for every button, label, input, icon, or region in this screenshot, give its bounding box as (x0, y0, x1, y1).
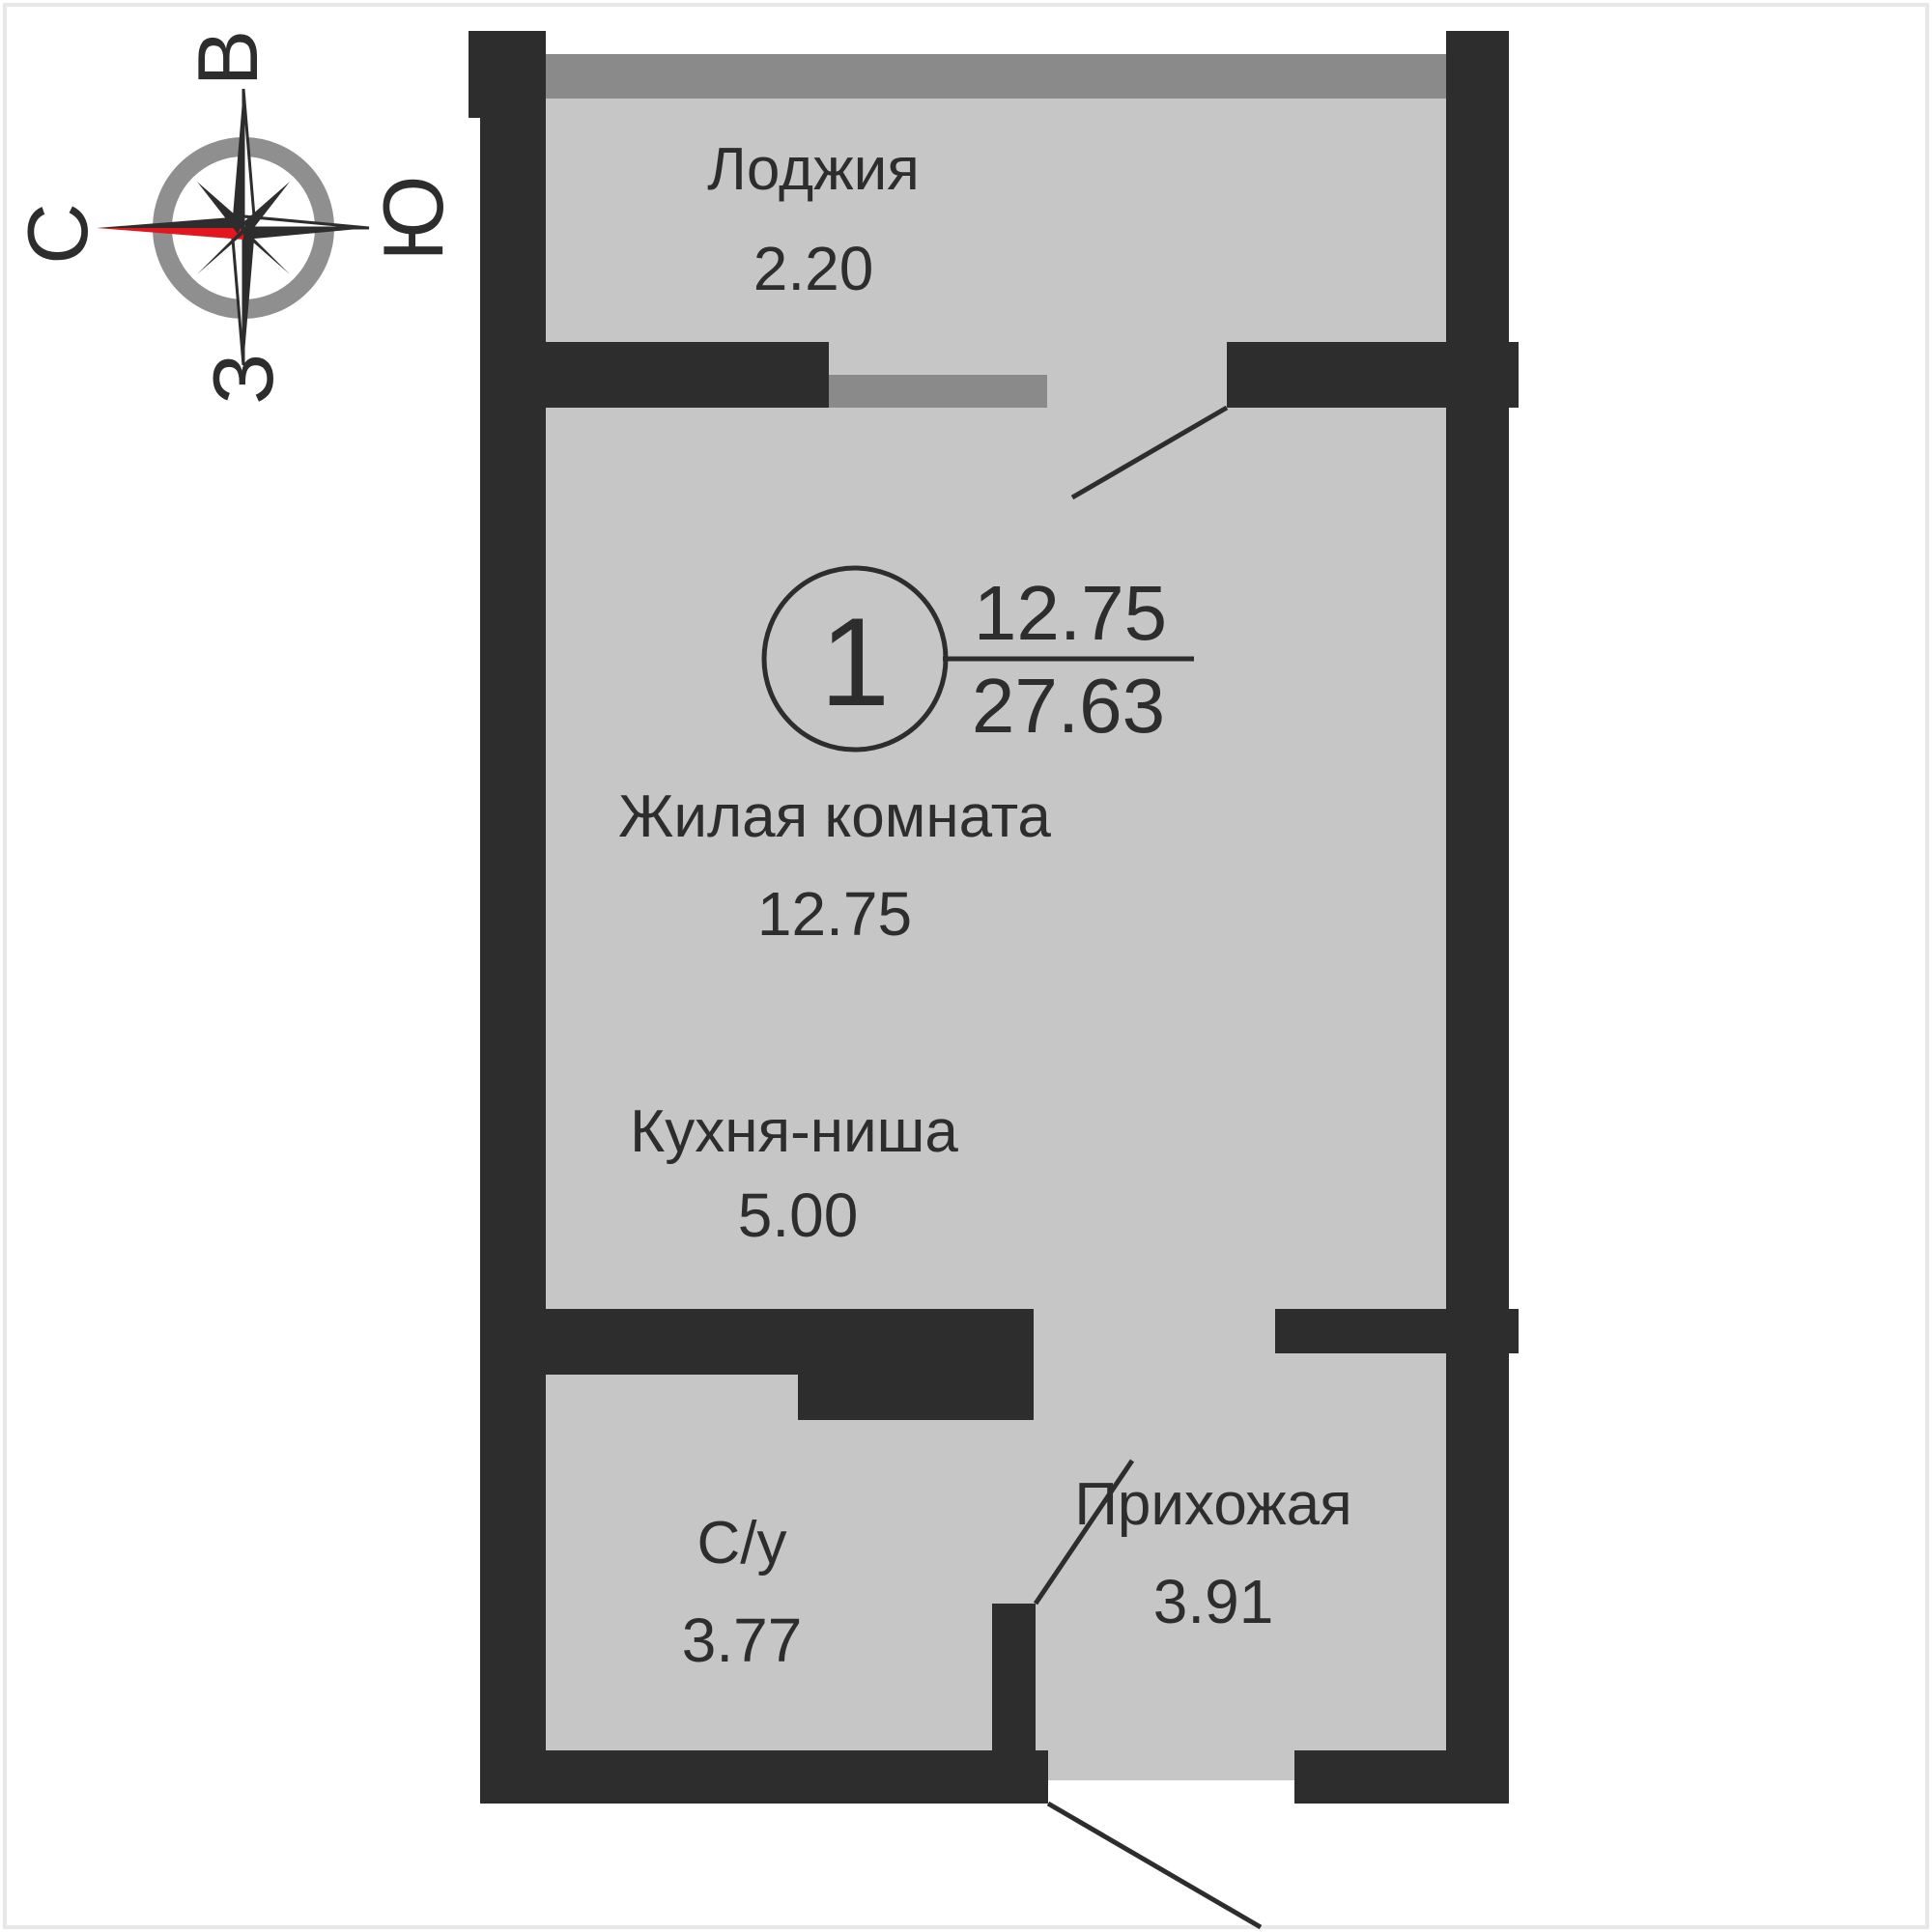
loggia-name: Лоджия (707, 136, 920, 203)
compass-needle-top (232, 89, 243, 228)
apartment-badge: 1 12.75 27.63 (761, 565, 1194, 753)
compass-needle-bottom-light (230, 226, 245, 366)
floor-areas (546, 54, 1446, 1780)
hallway-area: 3.91 (1153, 1567, 1274, 1636)
bathroom-door-swing (1033, 1459, 1135, 1605)
room-labels: Лоджия 2.20 Жилая комната 12.75 Кухня-ни… (618, 136, 1352, 1675)
loggia-window (546, 54, 1446, 99)
compass-label-west: З (195, 353, 291, 404)
compass-needle-right (242, 214, 370, 230)
compass-label-south: Ю (365, 176, 461, 262)
compass-diagonal-ne (243, 182, 290, 234)
wall-bathroom-block (798, 1372, 1034, 1420)
compass-diagonal-sw (197, 222, 249, 274)
living-area-value: 12.75 (974, 570, 1167, 656)
compass-rose: В З С Ю (10, 30, 461, 405)
loggia-area: 2.20 (753, 234, 874, 303)
page-border (3, 3, 1929, 1929)
wall-hallway-right-stub (1507, 1309, 1519, 1353)
entrance-door-swing (1046, 1801, 1263, 1930)
wall-hallway-right (1275, 1309, 1446, 1353)
compass-needle-north-red (97, 228, 243, 240)
compass-label-east: В (180, 30, 275, 87)
bathroom-floor (546, 1372, 992, 1750)
total-area-value: 27.63 (972, 663, 1165, 749)
wall-loggia-right (1227, 342, 1446, 408)
wall-loggia-right-stub (1507, 342, 1519, 408)
kitchen-area: 5.00 (738, 1180, 859, 1250)
compass-needle-top-light (242, 88, 257, 230)
bathroom-name: С/у (697, 1510, 787, 1577)
compass-needle-right-dark (243, 228, 369, 240)
compass-needle-north-accent (97, 216, 243, 228)
wall-bottom-left (480, 1750, 1048, 1804)
wall-right (1446, 31, 1509, 1804)
living-area: 12.75 (757, 879, 912, 949)
wall-right-top-cap (1446, 31, 1509, 118)
walls (469, 31, 1519, 1804)
wall-loggia-left (546, 342, 829, 408)
balcony-door-swing (1070, 405, 1229, 500)
compass-label-north: С (10, 203, 105, 265)
wall-bottom-right (1294, 1750, 1509, 1804)
wall-bathroom-top (546, 1309, 1034, 1375)
kitchen-name: Кухня-ниша (630, 1098, 958, 1165)
loggia-floor (546, 54, 1446, 344)
bathroom-area: 3.77 (682, 1605, 803, 1675)
living-floor (546, 344, 1446, 1310)
compass-diagonal-nw (197, 182, 243, 234)
wall-left (480, 31, 546, 1804)
rooms-count: 1 (820, 591, 890, 732)
hallway-floor (992, 1310, 1446, 1780)
compass-diagonal-se (238, 222, 290, 274)
hallway-name: Прихожая (1074, 1471, 1351, 1538)
wall-bathroom-right (992, 1604, 1036, 1750)
living-name: Жилая комната (618, 783, 1051, 850)
compass-needle-bottom (243, 228, 255, 365)
balcony-door-glass (829, 375, 1047, 408)
